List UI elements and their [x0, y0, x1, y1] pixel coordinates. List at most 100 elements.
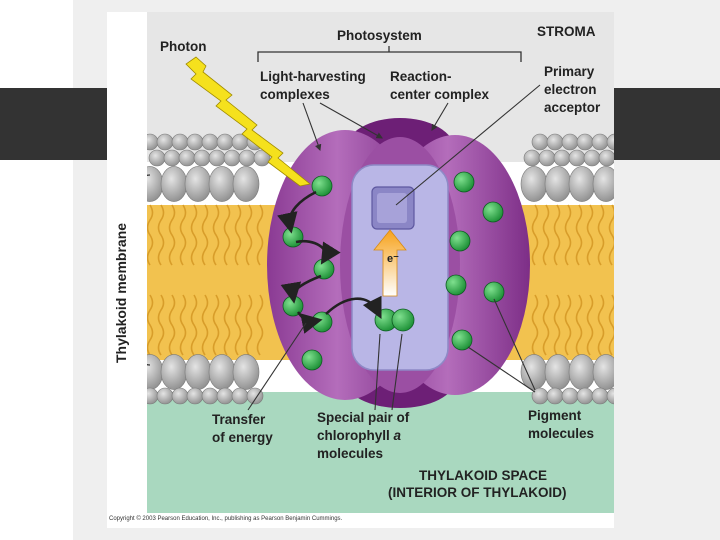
lipid-head — [186, 387, 204, 405]
light-harvesting-label: Light-harvesting — [260, 69, 366, 84]
lipid-head — [201, 133, 219, 151]
lipid-head — [592, 166, 614, 202]
pigment-label-2: molecules — [528, 426, 594, 441]
lipid-head — [531, 387, 549, 405]
lipid-head — [156, 133, 174, 151]
lipid-head — [148, 149, 166, 167]
transfer-label-2: of energy — [212, 430, 273, 445]
pigment-dot — [282, 226, 304, 248]
pigment-dot — [453, 171, 475, 193]
energy-transfer-arrows — [277, 190, 382, 334]
lipid-tail — [564, 294, 572, 356]
lipid-head — [538, 149, 556, 167]
lipid-tail — [147, 204, 154, 266]
lipid-head — [568, 166, 596, 202]
transfer-label: Transfer — [212, 412, 266, 427]
photon-lightning — [185, 56, 311, 187]
lipid-head — [147, 387, 159, 405]
pigment-dot — [482, 201, 504, 223]
lipid-tail — [586, 294, 594, 356]
lipid-head — [531, 133, 549, 151]
lipid-head — [232, 354, 260, 390]
lipid-tail — [212, 204, 220, 266]
copyright-notice: Copyright © 2003 Pearson Education, Inc.… — [109, 516, 343, 522]
lipid-head — [231, 387, 249, 405]
lipid-head — [208, 166, 236, 202]
lipid-tail — [168, 294, 176, 356]
lipid-tail — [201, 204, 209, 266]
lipid-heads — [147, 133, 614, 405]
reaction-center-label-2: center complex — [390, 87, 490, 102]
lipid-tail — [256, 294, 264, 356]
stroma-label: STROMA — [537, 24, 596, 39]
lipid-tail — [157, 294, 165, 356]
lipid-head — [568, 354, 596, 390]
special-pair-dot — [391, 308, 415, 332]
lipid-head — [561, 133, 579, 151]
lipid-tail — [553, 204, 561, 266]
lipid-head — [546, 387, 564, 405]
lipid-head — [147, 133, 159, 151]
lipid-head — [171, 387, 189, 405]
primary-acceptor-label-2: electron — [544, 82, 597, 97]
lipid-head — [208, 354, 236, 390]
pigment-dot — [301, 349, 323, 371]
lipid-head — [246, 387, 264, 405]
photon-label: Photon — [160, 39, 207, 54]
leader-lines — [247, 84, 541, 411]
lipid-head — [576, 133, 594, 151]
lipid-head — [238, 149, 256, 167]
lipid-tail — [608, 204, 614, 266]
thylakoid-space-label-2: (INTERIOR OF THYLAKOID) — [388, 485, 567, 500]
lipid-tail — [575, 294, 583, 356]
lipid-tail — [553, 294, 561, 356]
lipid-tail — [234, 294, 242, 356]
lipid-head — [523, 149, 541, 167]
primary-acceptor-label: Primary — [544, 64, 595, 79]
lipid-head — [606, 387, 614, 405]
lipid-head — [253, 149, 271, 167]
special-pair-chlorophyll: chlorophyll — [317, 428, 394, 443]
photosystem-label: Photosystem — [337, 28, 422, 43]
lipid-tail — [597, 204, 605, 266]
lipid-tail — [542, 294, 550, 356]
lipid-tail — [575, 204, 583, 266]
photosystem-bracket — [257, 46, 522, 62]
special-pair-label-2: chlorophyll a — [317, 428, 402, 443]
lipid-head — [186, 133, 204, 151]
lipid-tail — [245, 294, 253, 356]
lipid-head — [546, 133, 564, 151]
lipid-tail — [157, 204, 165, 266]
lipid-head — [232, 166, 260, 202]
lipid-head — [208, 149, 226, 167]
lipid-head — [583, 149, 601, 167]
labels: Photon Photosystem STROMA Light-harvesti… — [113, 24, 601, 500]
lipid-head — [598, 149, 614, 167]
lipid-head — [544, 354, 572, 390]
lipid-head — [178, 149, 196, 167]
lipid-tail — [245, 204, 253, 266]
pigment-dot — [313, 258, 335, 280]
pigment-dot — [483, 281, 505, 303]
lipid-tail — [608, 294, 614, 356]
pigment-label: Pigment — [528, 408, 582, 423]
lipid-head — [553, 149, 571, 167]
lipid-head — [568, 149, 586, 167]
thylakoid-space-region — [147, 392, 614, 513]
reaction-center-label: Reaction- — [390, 69, 452, 84]
primary-acceptor-label-3: acceptor — [544, 100, 601, 115]
lipid-tail — [179, 204, 187, 266]
lipid-tail — [256, 204, 264, 266]
lipid-head — [184, 166, 212, 202]
lipid-head — [184, 354, 212, 390]
lipid-head — [160, 166, 188, 202]
electron-label: e⁻ — [387, 253, 399, 265]
lipid-tail — [147, 294, 154, 356]
lipid-tail — [223, 204, 231, 266]
lipid-head — [171, 133, 189, 151]
lipid-tail — [190, 294, 198, 356]
electron-arrow — [373, 229, 407, 297]
lipid-head — [592, 354, 614, 390]
lipid-tail — [223, 294, 231, 356]
